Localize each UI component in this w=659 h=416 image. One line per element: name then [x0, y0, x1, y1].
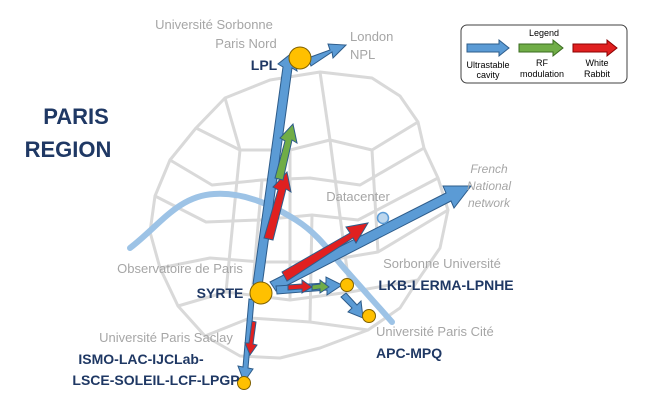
- french-network-label-3: network: [468, 196, 511, 210]
- sorbonne-universite-label: Sorbonne Université: [383, 256, 501, 271]
- region-title-line2: REGION: [25, 137, 112, 162]
- saclay-label: Université Paris Saclay: [99, 330, 233, 345]
- apc-node: [362, 309, 376, 323]
- ismo-label-1: ISMO-LAC-IJCLab-: [78, 351, 204, 367]
- legend-white-rabbit-label-1: White: [585, 58, 608, 68]
- french-network-label-1: French: [470, 162, 508, 176]
- legend-rf-label-2: modulation: [520, 69, 564, 79]
- legend-ultrastable-arrow: [466, 38, 510, 58]
- link-lkb-apc: [340, 292, 364, 319]
- white-rabbit-arrow: [281, 222, 369, 282]
- london-label: London: [350, 29, 393, 44]
- link-syrte-french-network: [269, 185, 473, 292]
- syrte-node: [249, 281, 273, 305]
- legend-white-rabbit-label-2: Rabbit: [584, 69, 611, 79]
- lkb-node: [340, 278, 354, 292]
- syrte-label: SYRTE: [197, 285, 244, 301]
- legend-rf-label-1: RF: [536, 58, 548, 68]
- white-rabbit-arrow: [263, 170, 292, 241]
- datacenter-label: Datacenter: [326, 189, 390, 204]
- legend-box: [460, 24, 628, 84]
- legend-title: Legend: [529, 28, 559, 38]
- ultrastable-arrow: [269, 185, 473, 292]
- ismo-label-2: LSCE-SOLEIL-LCF-LPGP: [72, 372, 239, 388]
- white-rabbit-arrow: [287, 279, 313, 294]
- ismo-node: [237, 376, 251, 390]
- french-network-label-2: National: [467, 179, 511, 193]
- legend-ultrastable-label-1: Ultrastable: [466, 60, 509, 70]
- lpl-node: [288, 46, 312, 70]
- lpl-label: LPL: [251, 57, 278, 73]
- lkb-label: LKB-LERMA-LPNHE: [378, 277, 513, 293]
- sorbonne-paris-nord-label: Université Sorbonne: [155, 17, 273, 32]
- legend: Legend Ultrastable cavity RF modulation …: [460, 24, 628, 84]
- rf-modulation-arrow: [274, 122, 298, 181]
- legend-ultrastable-label-2: cavity: [476, 70, 500, 80]
- datacenter-node: [376, 211, 390, 225]
- legend-rf-arrow: [518, 38, 564, 58]
- sorbonne-paris-nord-label-2: Paris Nord: [215, 36, 276, 51]
- ultrastable-arrow: [237, 298, 255, 384]
- nodes: [237, 46, 376, 390]
- link-syrte-lkb: [275, 276, 343, 296]
- paris-cite-label: Université Paris Cité: [376, 324, 494, 339]
- legend-white-rabbit-arrow: [572, 38, 618, 58]
- npl-label: NPL: [350, 47, 375, 62]
- seine-river: [127, 190, 395, 325]
- link-syrte-ismo: [237, 298, 258, 384]
- observatoire-label: Observatoire de Paris: [117, 261, 243, 276]
- rf-modulation-arrow: [311, 278, 330, 294]
- white-rabbit-arrow: [244, 320, 258, 357]
- region-title-line1: PARIS: [43, 104, 109, 129]
- link-lpl-london: [307, 43, 348, 67]
- apc-label: APC-MPQ: [376, 345, 442, 361]
